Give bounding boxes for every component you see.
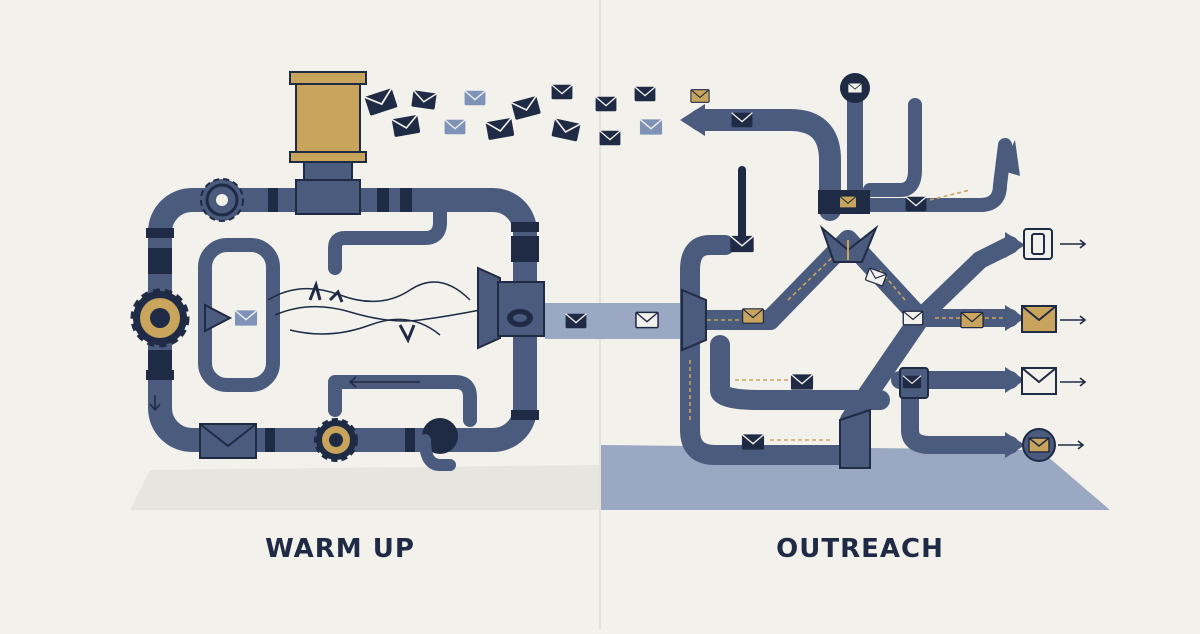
- valve-icon: [419, 418, 458, 471]
- upper-inner-pipe: [328, 203, 447, 275]
- envelope-icon: [730, 112, 754, 128]
- envelope-icon: [463, 90, 487, 106]
- phone-icon: [1023, 228, 1053, 260]
- envelope-icon: [847, 82, 863, 94]
- envelope-icon: [510, 95, 542, 121]
- envelope-icon: [839, 195, 857, 209]
- envelope-icon: [550, 84, 574, 100]
- envelope-icon: [639, 118, 663, 136]
- destinations: [1021, 228, 1087, 462]
- envelope-icon: [690, 89, 710, 103]
- gear-icon: [130, 288, 190, 348]
- arrow-icon: [680, 104, 1025, 458]
- envelope-icon: [443, 119, 467, 135]
- arrow-icon: [149, 376, 420, 412]
- gear-icon: [314, 418, 358, 462]
- envelope-icon: [633, 86, 657, 102]
- envelope-valve: [199, 423, 257, 459]
- envelope-icon: [594, 96, 618, 112]
- valve-icon: [477, 266, 545, 350]
- lower-inner-pipe: [328, 375, 477, 427]
- junction-valves: [681, 190, 929, 469]
- envelope-icon: [234, 309, 258, 327]
- outreach-label: OUTREACH: [776, 534, 944, 564]
- envelope-icon: [902, 310, 924, 326]
- envelope-icon: [550, 117, 582, 143]
- envelope-icon: [960, 311, 984, 329]
- gear-icon: [200, 178, 244, 222]
- round-cap: [840, 73, 870, 103]
- envelope-icon: [1022, 428, 1056, 462]
- inbox-hopper: [289, 71, 367, 215]
- outreach-pipeline: [680, 87, 1019, 465]
- envelope-icon: [904, 196, 928, 212]
- valve-icon: [204, 303, 233, 333]
- flow-arrows: [689, 189, 1005, 441]
- envelope-icon: [484, 117, 516, 141]
- envelope-icon: [790, 373, 814, 391]
- return-pipe: [689, 109, 841, 221]
- envelope-icon: [1021, 305, 1057, 333]
- envelope-icon: [635, 311, 659, 329]
- envelope-icon: [564, 313, 588, 329]
- signal-squiggles: [267, 280, 481, 344]
- flying-envelopes: [363, 84, 710, 146]
- envelope-icon: [598, 130, 622, 146]
- envelope-icon: [729, 235, 755, 253]
- envelope-icon: [1021, 367, 1057, 395]
- envelope-icon: [363, 87, 399, 117]
- left-floor: [130, 465, 600, 510]
- envelope-icon: [390, 114, 422, 138]
- envelope-icon: [410, 89, 438, 111]
- arrow-icon: [1058, 239, 1087, 450]
- pipe-couplers: [146, 188, 539, 452]
- warm-up-label: WARM UP: [265, 534, 415, 564]
- envelope-icon: [741, 308, 765, 324]
- envelope-icon: [741, 433, 765, 451]
- envelope-icon: [902, 375, 922, 389]
